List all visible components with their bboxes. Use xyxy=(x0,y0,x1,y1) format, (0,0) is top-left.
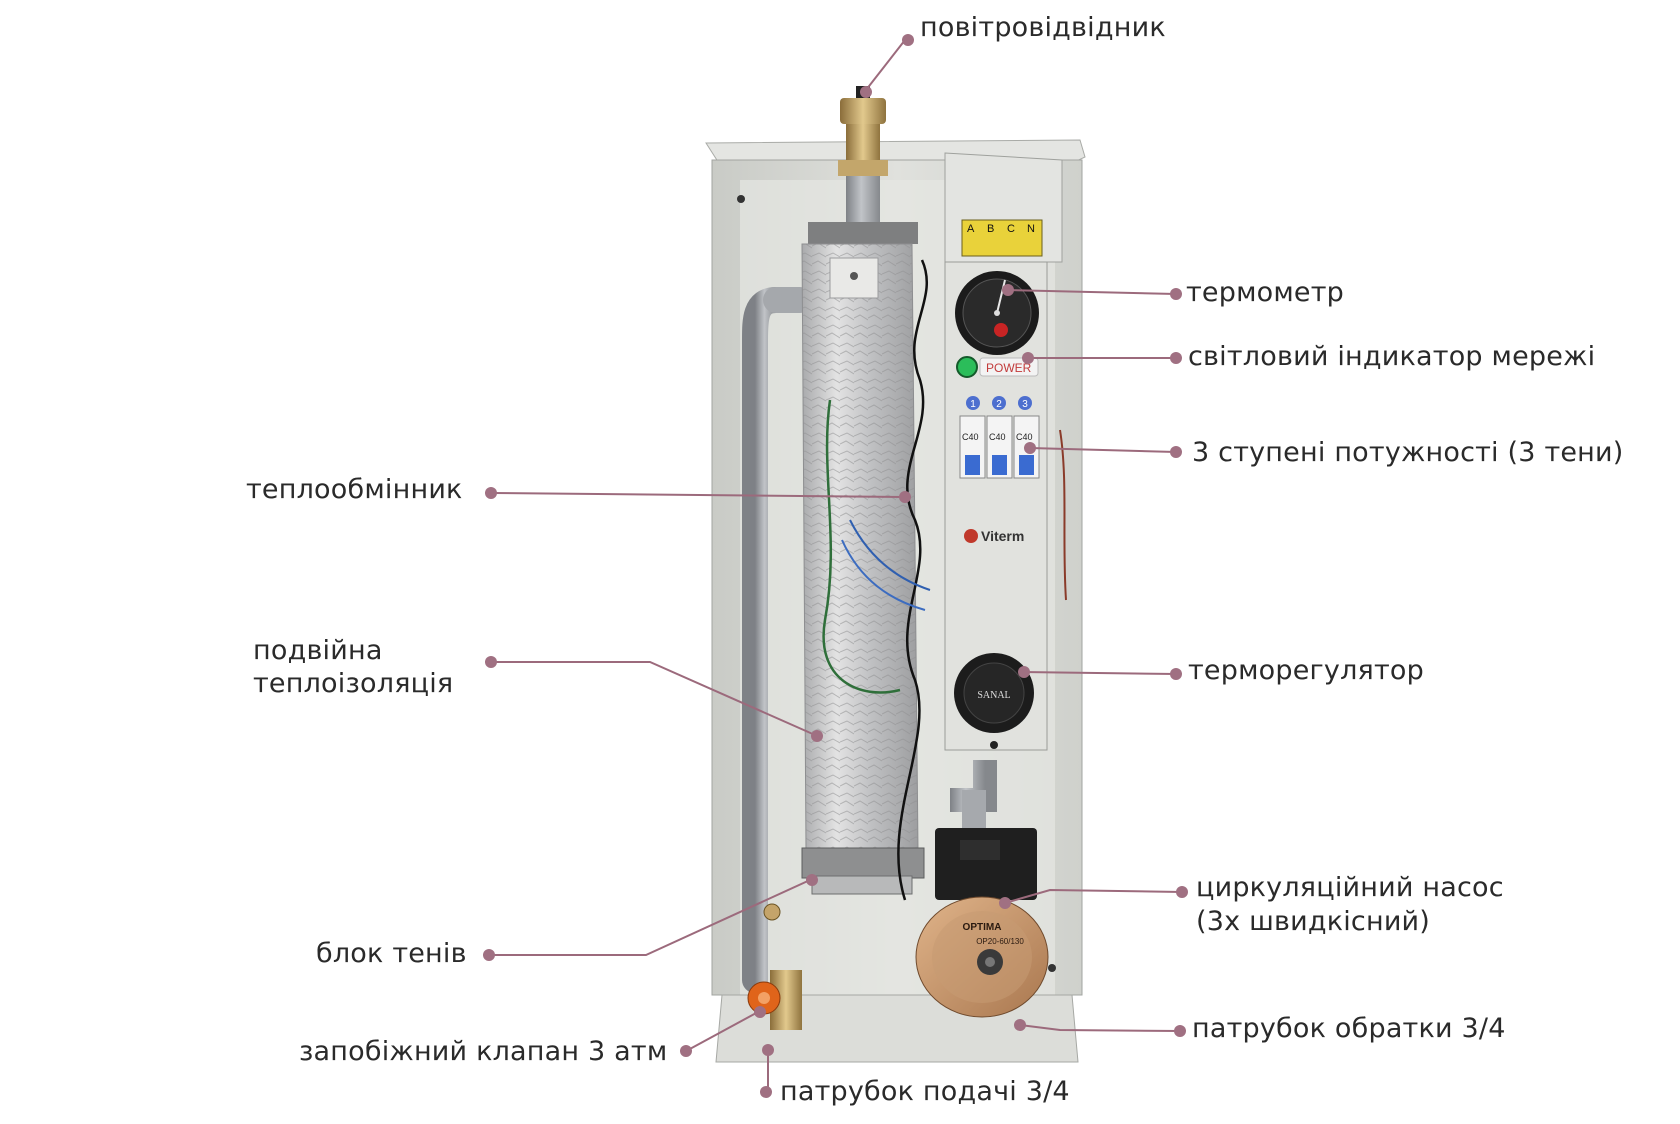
pump-brand: OPTIMA xyxy=(963,922,1002,933)
label-pump-line1: циркуляційний насос xyxy=(1196,872,1504,903)
panel-brand: Viterm xyxy=(981,528,1024,544)
wire-blue xyxy=(841,539,926,611)
leader-thermostat xyxy=(1021,671,1177,675)
dot-supply-pipe xyxy=(762,1044,774,1056)
pump-motor-head xyxy=(935,828,1037,900)
dot-thermometer-end xyxy=(1170,288,1182,300)
breaker-number-badge xyxy=(966,396,980,410)
leader-pump xyxy=(1004,888,1183,904)
dot-power-indicator xyxy=(1022,352,1034,364)
label-thermostat: терморегулятор xyxy=(1188,655,1424,686)
leader-heat-exchanger xyxy=(492,492,904,498)
dot-return-pipe-end xyxy=(1174,1025,1186,1037)
label-return-pipe: патрубок обратки 3/4 xyxy=(1192,1013,1506,1044)
dot-heater-block-end xyxy=(806,874,818,886)
mount-hole xyxy=(1048,964,1056,972)
dot-power-stages xyxy=(1024,442,1036,454)
heater-block-plate xyxy=(811,875,913,895)
dot-safety-valve-end xyxy=(754,1006,766,1018)
heater-block-flange xyxy=(801,847,925,879)
dot-insulation xyxy=(485,656,497,668)
dot-thermometer xyxy=(1002,284,1014,296)
power-led xyxy=(956,356,978,378)
leader-dots xyxy=(483,34,1188,1098)
terminal-letter-n: N xyxy=(1027,223,1035,235)
terminal-block xyxy=(961,219,1043,257)
label-power-stages: 3 ступені потужності (3 тени) xyxy=(1192,437,1624,468)
breaker-rating: C40 xyxy=(989,432,1006,442)
breaker-number-badge xyxy=(992,396,1006,410)
dot-pump-end xyxy=(1176,886,1188,898)
upper-fitting xyxy=(846,176,880,226)
terminal-letters: A B C N xyxy=(967,223,1035,235)
wire-blue xyxy=(849,519,931,591)
breaker-number-1: 1 xyxy=(970,399,976,410)
terminal-letter-c: C xyxy=(1007,223,1015,235)
dot-thermostat xyxy=(1018,666,1030,678)
air-vent-neck xyxy=(846,124,880,166)
label-safety-valve: запобіжний клапан 3 атм xyxy=(299,1036,668,1067)
label-air-vent: повітровідвідник xyxy=(920,12,1166,43)
dot-heat-exchanger xyxy=(485,487,497,499)
dot-return-pipe xyxy=(1014,1019,1026,1031)
dot-air-vent-end xyxy=(860,86,872,98)
thermostat-brand: SANAL xyxy=(977,690,1010,701)
control-panel: A B C N POWER 1 2 3 xyxy=(944,152,1063,751)
dot-power-indicator-end xyxy=(1170,352,1182,364)
air-vent-body xyxy=(840,98,886,124)
air-vent-nut xyxy=(838,160,888,176)
breaker-rating: C40 xyxy=(962,432,979,442)
breaker-number-2: 2 xyxy=(996,399,1002,410)
breaker-number-badge xyxy=(1018,396,1032,410)
terminal-letter-b: B xyxy=(987,223,994,235)
dot-heater-block xyxy=(483,949,495,961)
label-supply-pipe: патрубок подачі 3/4 xyxy=(780,1076,1070,1107)
dot-thermostat-end xyxy=(1170,668,1182,680)
dot-safety-valve xyxy=(680,1045,692,1057)
leader-lines xyxy=(490,39,1183,1092)
wire-green xyxy=(822,399,901,694)
leader-thermometer xyxy=(1004,289,1177,295)
outlet-pipe-vertical xyxy=(962,790,986,830)
pump-model: OP20-60/130 xyxy=(976,937,1024,946)
power-label: POWER xyxy=(986,361,1032,375)
label-thermometer: термометр xyxy=(1186,277,1345,308)
leader-safety-valve xyxy=(687,1011,759,1051)
mount-hole xyxy=(737,195,745,203)
label-pump-line2: (3х швидкісний) xyxy=(1196,906,1431,937)
label-power-indicator: світловий індикатор мережі xyxy=(1188,341,1596,372)
exchanger-flange-top xyxy=(808,222,918,244)
brand-logo-icon xyxy=(964,529,978,543)
label-heat-exchanger: теплообмінник xyxy=(246,474,463,505)
drain-fitting xyxy=(763,903,781,921)
boiler-photo: A B C N POWER 1 2 3 xyxy=(705,86,1086,1063)
terminal-letter-a: A xyxy=(967,223,975,235)
breaker-number-3: 3 xyxy=(1022,399,1028,410)
leader-insulation xyxy=(493,661,816,736)
dot-power-stages-end xyxy=(1170,446,1182,458)
label-heater-block: блок тенів xyxy=(316,938,467,969)
dot-air-vent xyxy=(902,34,914,46)
heat-exchanger xyxy=(801,243,919,851)
label-insulation-line2: теплоізоляція xyxy=(253,668,454,699)
leader-power-stages xyxy=(1029,447,1177,453)
power-label-plate xyxy=(979,357,1039,377)
wire-black xyxy=(897,259,928,901)
leader-air-vent xyxy=(865,39,906,91)
leader-return-pipe xyxy=(1019,1024,1181,1032)
circulation-pump: OPTIMA OP20-60/130 xyxy=(915,828,1049,1018)
dot-heat-exchanger-end xyxy=(899,491,911,503)
dot-pump xyxy=(999,897,1011,909)
label-insulation-line1: подвійна xyxy=(253,635,383,666)
dot-supply-pipe-end xyxy=(760,1086,772,1098)
leader-heater-block xyxy=(490,879,811,956)
dot-insulation-end xyxy=(811,730,823,742)
breaker-rating: C40 xyxy=(1016,432,1033,442)
